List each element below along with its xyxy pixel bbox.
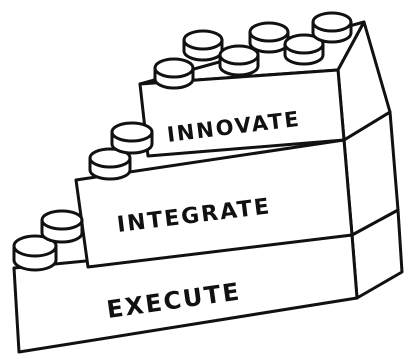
stud-icon [88, 147, 132, 181]
stud-icon [311, 11, 353, 44]
stud-icon [182, 29, 224, 62]
stud-icon [40, 209, 84, 244]
brick-integrate-front [74, 138, 354, 269]
stud-icon [110, 121, 154, 155]
brick-integrate [74, 110, 400, 269]
stud-icon [283, 33, 325, 66]
stud-icon [153, 57, 195, 90]
stud-icon [248, 21, 290, 54]
studs-integrate [88, 121, 154, 181]
studs-execute [12, 209, 84, 272]
stud-icon [218, 44, 260, 77]
studs-innovate [153, 11, 353, 90]
stud-icon [12, 234, 58, 272]
